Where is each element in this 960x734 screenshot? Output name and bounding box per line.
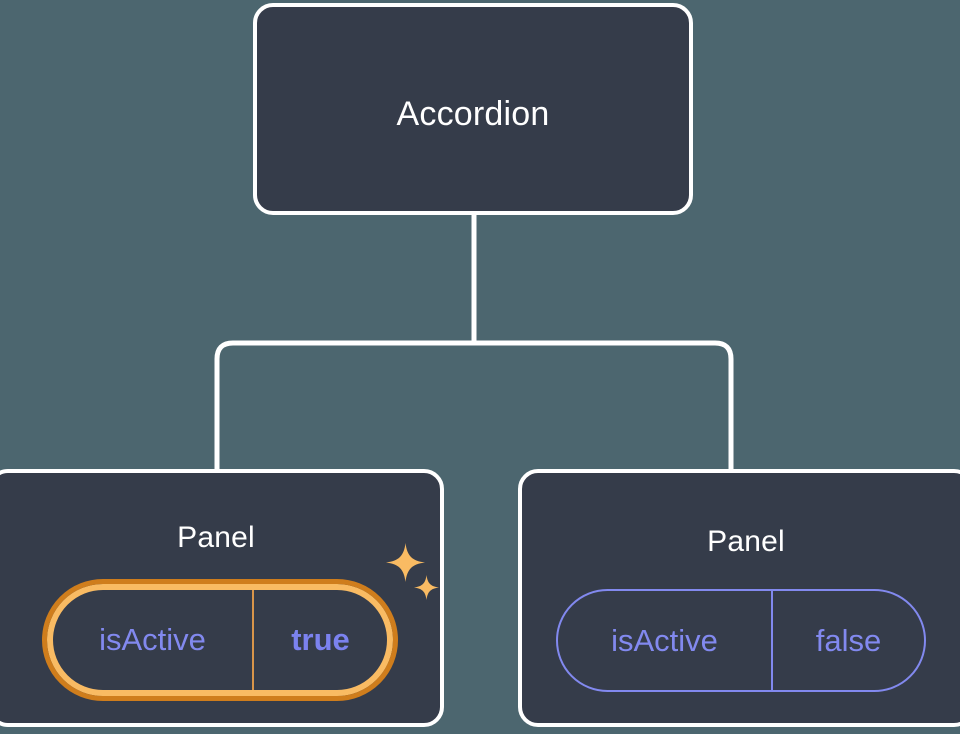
node-panel-inactive-title: Panel [707,525,785,558]
node-panel-active-title: Panel [177,521,255,554]
prop-key-label: isActive [99,622,206,657]
node-accordion[interactable]: Accordion [253,3,693,215]
node-accordion-title: Accordion [396,95,550,133]
prop-pill-isactive-true[interactable]: isActive true [42,579,398,701]
prop-pill-isactive-false[interactable]: isActive false [556,589,926,692]
connector-branch-bar [214,340,734,472]
prop-value-label: true [252,590,387,690]
prop-key-label: isActive [611,622,718,658]
prop-value-label: false [771,591,924,690]
